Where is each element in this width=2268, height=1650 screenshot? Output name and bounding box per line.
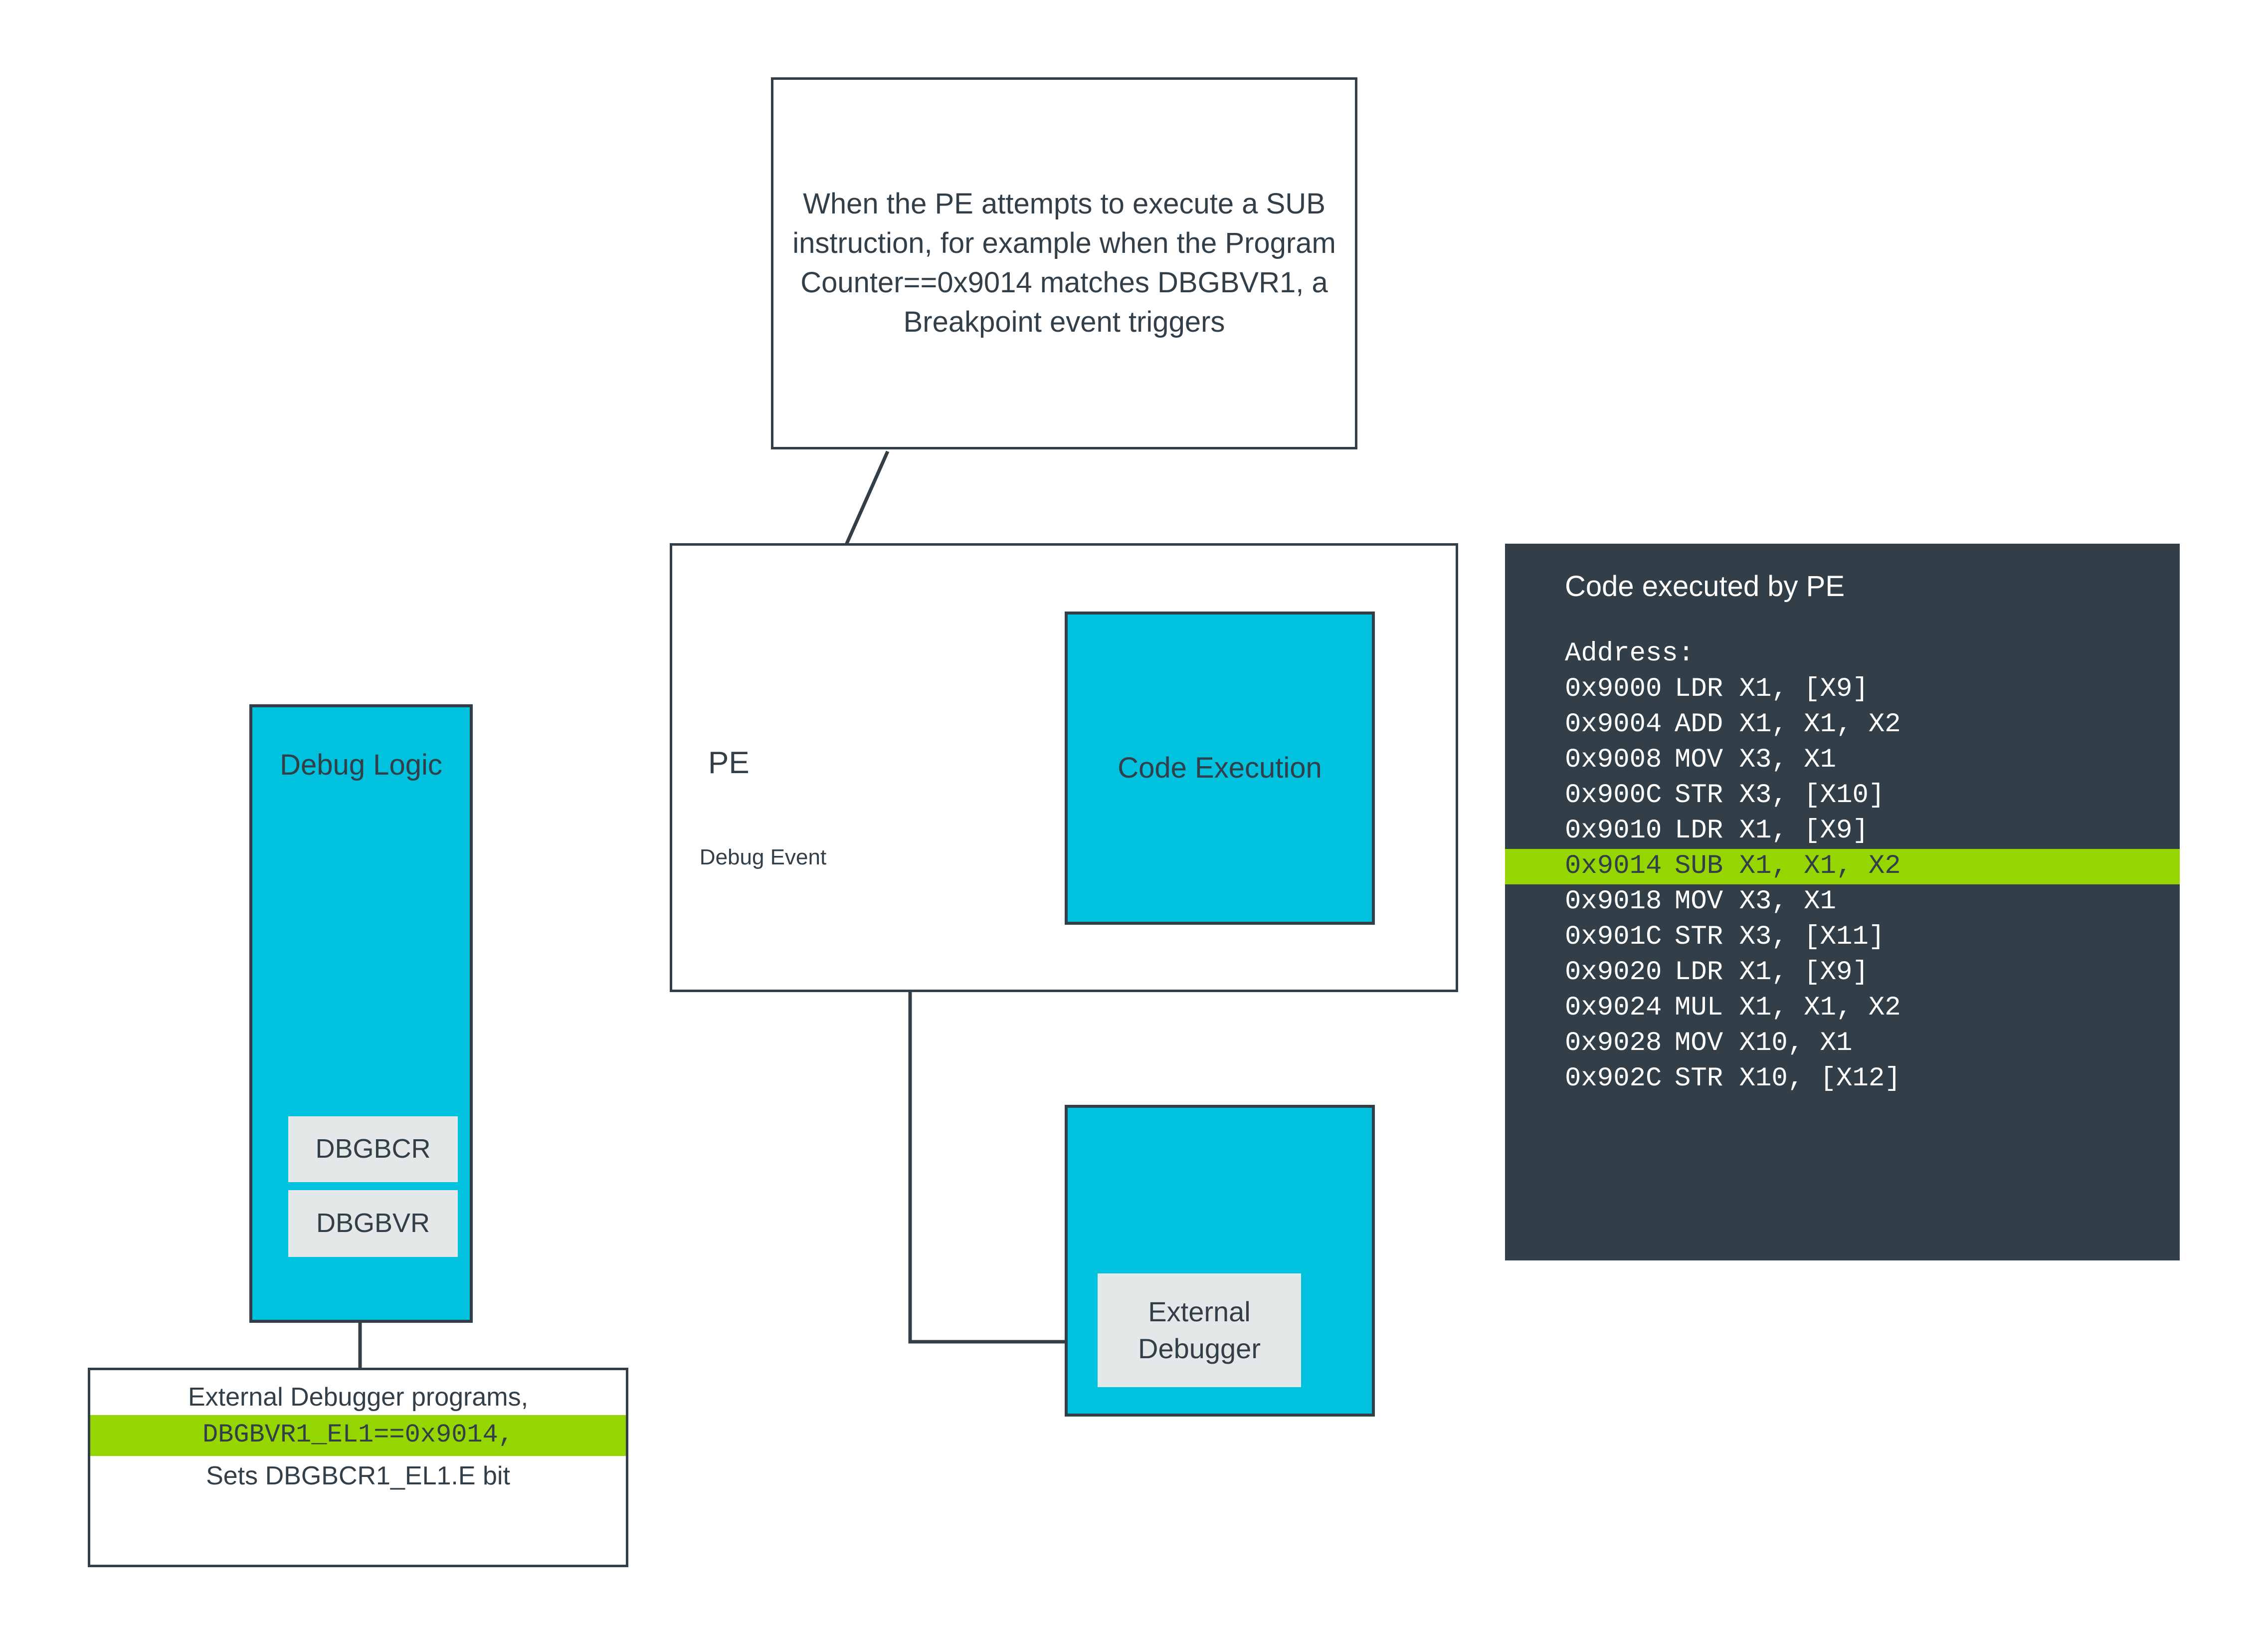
code-row: 0x901C STR X3, [X11] [1505,920,2180,955]
code-row-instruction: MUL X1, X1, X2 [1675,993,1901,1023]
code-row-instruction: MOV X3, X1 [1675,886,1837,917]
callout-debugger-programs: External Debugger programs, DBGBVR1_EL1=… [88,1368,628,1567]
register-dbgbcr: DBGBCR [288,1116,458,1182]
code-row-instruction: STR X3, [X10] [1675,780,1885,811]
code-address-header-label: Address: [1565,638,1695,669]
pe-label: PE [708,746,750,780]
code-row: 0x9028 MOV X10, X1 [1505,1026,2180,1061]
code-row-instruction: LDR X1, [X9] [1675,816,1869,846]
code-execution-label: Code Execution [1118,752,1322,785]
code-row-instruction: MOV X3, X1 [1675,745,1837,775]
code-row-instruction: LDR X1, [X9] [1675,957,1869,988]
code-row-address: 0x902C [1565,1063,1662,1094]
code-row-address: 0x9004 [1565,709,1662,740]
code-row: 0x9018 MOV X3, X1 [1505,884,2180,920]
code-row: 0x9024 MUL X1, X1, X2 [1505,991,2180,1026]
debug-event-label: Debug Event [699,845,827,869]
code-row: 0x9004 ADD X1, X1, X2 [1505,707,2180,743]
debug-logic-title: Debug Logic [280,749,442,781]
code-row: 0x9008 MOV X3, X1 [1505,743,2180,778]
code-row-address: 0x9018 [1565,886,1662,917]
callout-top-text: When the PE attempts to execute a SUB in… [792,188,1336,338]
callout-bottom-line-1: External Debugger programs, [188,1383,529,1412]
code-row-address: 0x9028 [1565,1028,1662,1058]
code-row: 0x9020 LDR X1, [X9] [1505,955,2180,991]
code-row-address: 0x900C [1565,780,1662,811]
code-row-instruction: MOV X10, X1 [1675,1028,1853,1058]
external-debugger-block: External Debugger [1065,1105,1375,1417]
code-row-address: 0x901C [1565,922,1662,952]
callout-bottom-line-2: DBGBVR1_EL1==0x9014, [90,1415,626,1456]
code-address-header: Address: [1505,636,2180,672]
code-row-instruction: STR X10, [X12] [1675,1063,1901,1094]
code-row-address: 0x9000 [1565,674,1662,704]
code-row-address: 0x9014 [1565,851,1662,881]
external-debugger-label: External Debugger [1138,1296,1261,1364]
code-row-address: 0x9024 [1565,993,1662,1023]
register-dbgbcr-label: DBGBCR [315,1134,431,1164]
code-panel-title: Code executed by PE [1565,570,1845,603]
code-row: 0x9000 LDR X1, [X9] [1505,672,2180,707]
register-dbgbvr-label: DBGBVR [316,1208,430,1238]
code-row: 0x9014 SUB X1, X1, X2 [1505,849,2180,884]
code-execution-block: Code Execution [1065,612,1375,925]
code-row-address: 0x9010 [1565,816,1662,846]
register-dbgbvr: DBGBVR [288,1190,458,1257]
code-row-instruction: STR X3, [X11] [1675,922,1885,952]
code-row-instruction: LDR X1, [X9] [1675,674,1869,704]
code-row-address: 0x9008 [1565,745,1662,775]
external-debugger-inner: External Debugger [1098,1273,1301,1387]
code-row-instruction: ADD X1, X1, X2 [1675,709,1901,740]
callout-breakpoint-explanation: When the PE attempts to execute a SUB in… [771,77,1357,449]
code-row: 0x902C STR X10, [X12] [1505,1061,2180,1097]
code-row-address: 0x9020 [1565,957,1662,988]
code-row-instruction: SUB X1, X1, X2 [1675,851,1901,881]
debug-logic-block: Debug Logic DBGBCR DBGBVR [249,704,473,1323]
code-row: 0x9010 LDR X1, [X9] [1505,814,2180,849]
callout-bottom-line-3: Sets DBGBCR1_EL1.E bit [206,1461,510,1490]
code-row: 0x900C STR X3, [X10] [1505,778,2180,814]
